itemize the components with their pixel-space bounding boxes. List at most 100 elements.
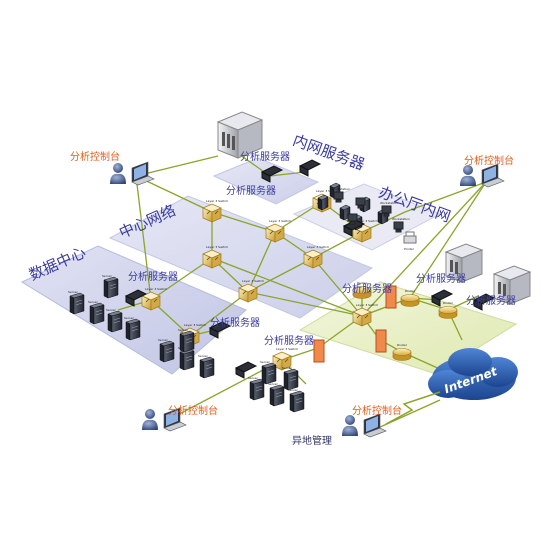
server-caption: Server	[158, 338, 169, 342]
server-caption: Server	[178, 328, 189, 332]
server-caption: Server	[282, 366, 293, 370]
switch-caption: Layer 3 Switch	[184, 323, 206, 327]
switch-caption: Layer 3 Switch	[316, 189, 338, 193]
server-icon: Server	[124, 316, 141, 341]
switch-caption: Layer 3 Switch	[276, 347, 298, 351]
switch-caption: Layer 3 Switch	[269, 219, 291, 223]
laptop-icon	[163, 407, 187, 432]
server-building-icon	[216, 111, 264, 159]
person-icon	[110, 163, 126, 184]
analysis-server-label: 分析服务器	[264, 336, 314, 347]
switch-caption: Layer 3 Switch	[206, 245, 228, 249]
analysis-console-icon	[110, 161, 155, 186]
intranet-server-zone	[212, 157, 320, 205]
server-icon: Server	[68, 290, 85, 315]
server-icon: Server	[282, 366, 299, 391]
analysis-server-label: 分析服务器	[210, 318, 260, 329]
layer3-switch-icon: Layer 3 Switch	[303, 245, 329, 269]
server-caption: Server	[260, 360, 271, 364]
office-building-icon	[444, 243, 484, 283]
analysis-server-label: 分析服务器	[416, 274, 466, 285]
workstation-caption: Workstation	[332, 187, 350, 191]
analysis-console-icon	[460, 163, 505, 188]
workstation-icon	[333, 191, 404, 233]
switch-caption: Layer 3 Switch	[356, 219, 378, 223]
workstation-caption: Workstation	[392, 217, 410, 221]
laptop-icon	[131, 161, 155, 186]
layer3-switch-icon: Layer 3 Switch	[202, 245, 228, 269]
server-icon: Server	[260, 360, 277, 385]
router-caption: Router	[405, 289, 416, 293]
console-label: 分析控制台	[464, 156, 514, 167]
router-icon: Router	[400, 289, 420, 307]
console-label: 分析控制台	[352, 406, 402, 417]
layer3-switch-icon: Layer 3 Switch	[265, 219, 291, 243]
server-icon: Server	[198, 354, 215, 379]
switch-caption: Layer 3 Switch	[307, 245, 329, 249]
switch-caption: Layer 3 Switch	[242, 279, 264, 283]
server-caption: Server	[268, 382, 279, 386]
remote-mgmt-label: 异地管理	[292, 436, 332, 447]
server-icon: Server	[268, 382, 285, 407]
firewall-icon	[313, 285, 397, 363]
router-icon: Router	[438, 301, 458, 319]
layer3-switch-icon: Layer 3 Switch	[141, 287, 167, 311]
analysis-server-label: 分析服务器	[128, 272, 178, 283]
server-icon: Server	[88, 300, 105, 325]
switch-caption: Layer 3 Switch	[206, 199, 228, 203]
router-caption: Router	[443, 301, 454, 305]
router-icon: Router	[352, 281, 372, 299]
server-icon: Server	[158, 338, 175, 363]
office-building-icon	[492, 265, 532, 305]
server-icon	[317, 194, 329, 211]
server-icon: Server	[178, 328, 195, 353]
server-caption: Server	[288, 388, 299, 392]
analysis-server-label: 分析服务器	[466, 296, 516, 307]
analysis-server-label: 分析服务器	[240, 152, 290, 163]
laptop-icon	[363, 413, 387, 438]
person-icon	[460, 165, 476, 186]
server-caption: Server	[88, 300, 99, 304]
server-caption: Server	[68, 290, 79, 294]
printer-icon	[403, 231, 417, 244]
server-icon: Server	[288, 388, 305, 413]
server-caption: Server	[198, 354, 209, 358]
router-caption: Router	[357, 281, 368, 285]
analysis-console-icon	[142, 407, 187, 432]
router-icon: Router	[392, 343, 412, 361]
wan-link-icon	[385, 391, 441, 425]
console-label: 分析控制台	[70, 152, 120, 163]
analysis-server-label: 分析服务器	[342, 284, 392, 295]
analysis-server-label: 分析服务器	[226, 186, 276, 197]
layer3-switch-icon: Layer 3 Switch	[352, 303, 378, 327]
switch-caption: Layer 3 Switch	[145, 287, 167, 291]
switch-caption: Layer 3 Switch	[356, 303, 378, 307]
core-network-zone	[108, 195, 374, 319]
printer-caption: Printer	[404, 247, 415, 251]
server-icon: Server	[106, 308, 123, 333]
server-icon	[339, 204, 351, 221]
server-icon: Server	[248, 376, 265, 401]
layer3-switch-icon: Layer 3 Switch	[238, 279, 264, 303]
person-icon	[342, 415, 358, 436]
analysis-console-icon	[342, 413, 387, 438]
server-group: ServerServerServerServerServerServerServ…	[68, 182, 389, 413]
internet-cloud-icon: Internet	[428, 348, 518, 400]
analysis-server-appliance-icon	[124, 159, 496, 379]
server-caption: Server	[106, 308, 117, 312]
server-caption: Server	[248, 376, 259, 380]
layer3-switch-icon: Layer 3 Switch	[202, 199, 228, 223]
layer3-switch-icon: Layer 3 Switch	[352, 219, 378, 243]
laptop-icon	[481, 163, 505, 188]
person-icon	[142, 409, 158, 430]
router-caption: Router	[397, 343, 408, 347]
server-caption: Server	[124, 316, 135, 320]
console-label: 分析控制台	[168, 406, 218, 417]
workstation-caption: Workstation	[380, 201, 398, 205]
server-icon: Server	[102, 274, 119, 299]
server-caption: Server	[102, 274, 113, 278]
